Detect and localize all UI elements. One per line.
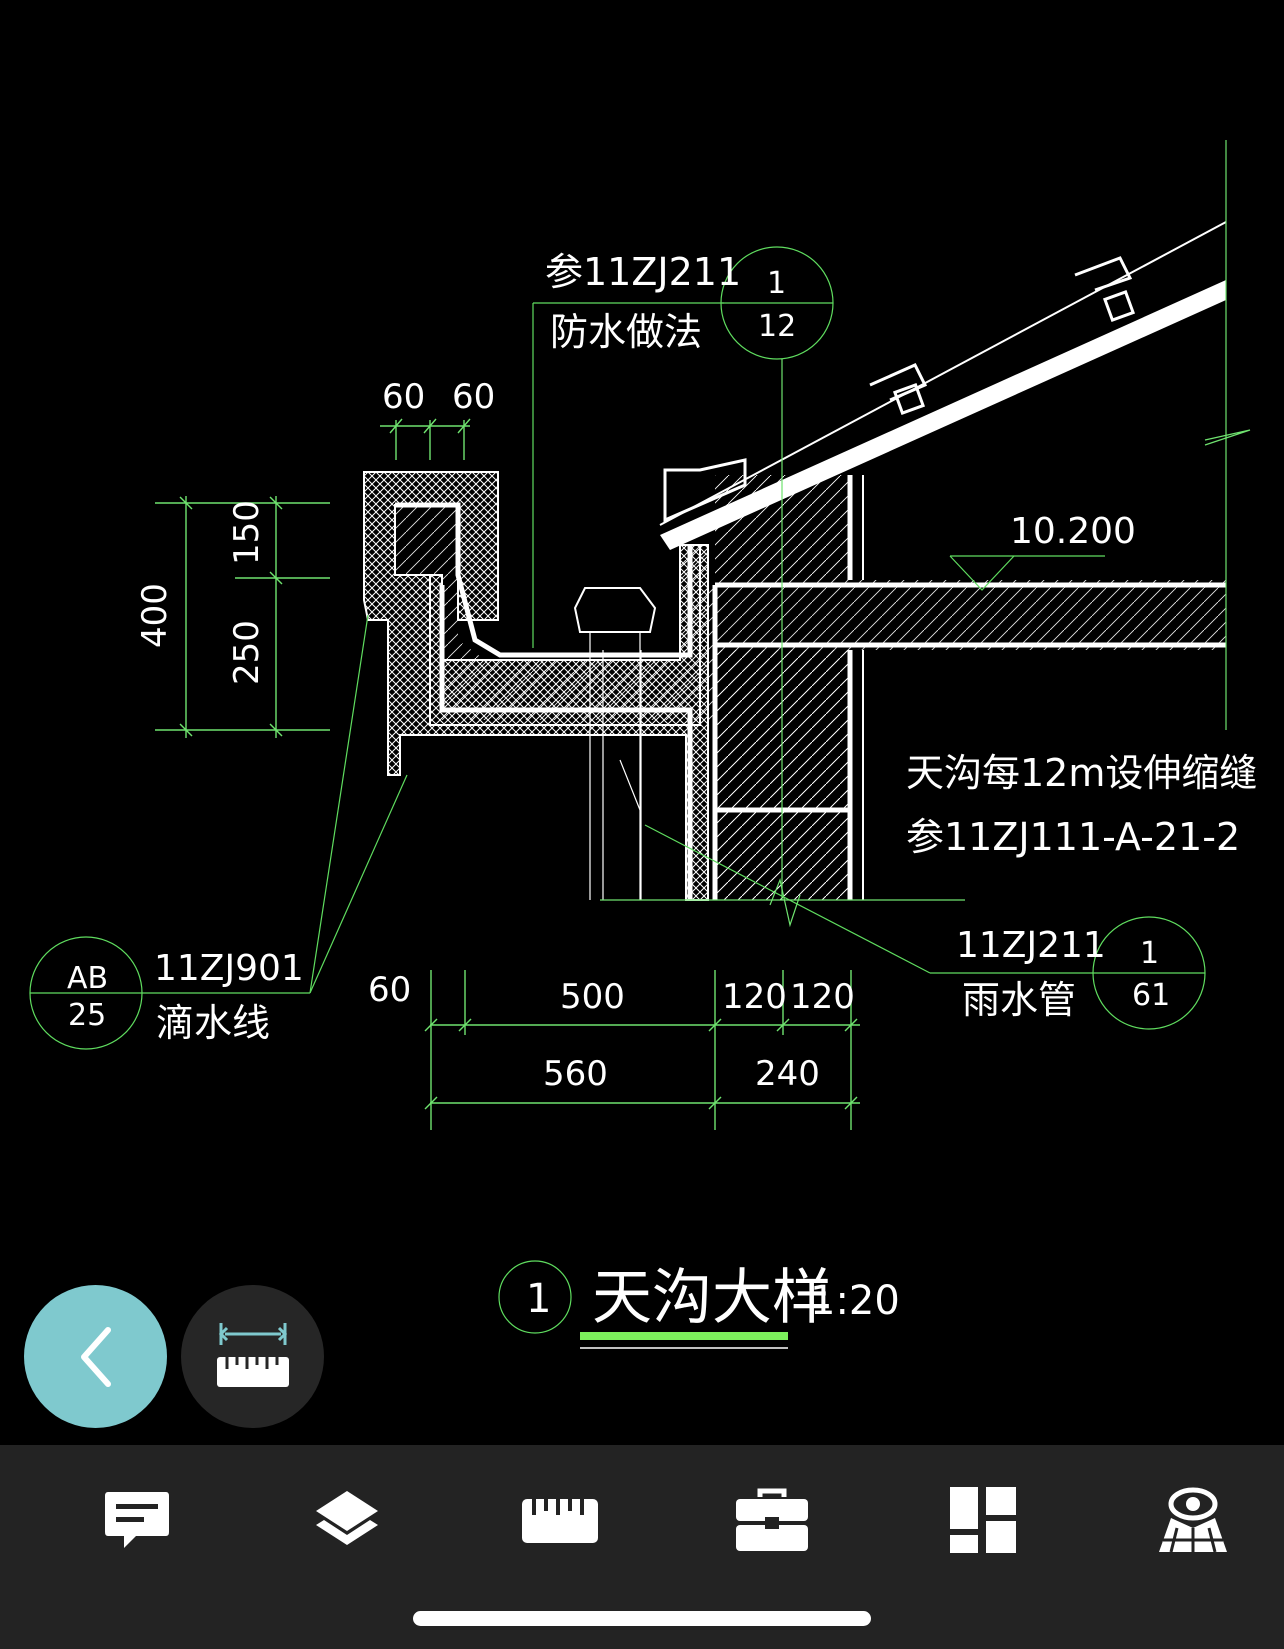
measure-button[interactable] — [181, 1285, 324, 1428]
ruler-icon — [522, 1499, 598, 1543]
layers-button[interactable] — [302, 1475, 392, 1565]
comment-button[interactable] — [92, 1475, 182, 1565]
dim-bottom: 60 500 120 120 560 240 — [368, 970, 860, 1130]
dim-top-right: 60 — [452, 377, 495, 417]
title-scale: 1:20 — [810, 1278, 900, 1324]
title-text: 天沟大样 — [592, 1263, 832, 1333]
pipe-label: 雨水管 — [962, 978, 1076, 1022]
expansion-note: 天沟每12m设伸缩缝 参11ZJ111-A-21-2 — [906, 751, 1257, 859]
ref-waterproof-code: 参11ZJ211 — [545, 250, 741, 294]
drawing-title: 1 天沟大样 1:20 — [498, 1260, 900, 1349]
vr-view-icon — [1159, 1487, 1227, 1553]
toolbox-button[interactable] — [727, 1475, 817, 1565]
drip-circle-top: AB — [67, 961, 108, 996]
grid-icon — [950, 1487, 1016, 1553]
chevron-left-icon — [80, 1326, 111, 1387]
dim-left-total: 400 — [135, 583, 175, 648]
ref-waterproof-sheet: 12 — [758, 309, 796, 344]
home-indicator — [413, 1611, 871, 1626]
back-button[interactable] — [24, 1285, 167, 1428]
note-line1: 天沟每12m设伸缩缝 — [906, 751, 1257, 795]
ref-waterproof-label: 防水做法 — [550, 310, 702, 354]
pipe-callout: 11ZJ211 雨水管 1 61 — [600, 824, 1206, 1030]
drawing-canvas[interactable]: 60 60 400 150 250 参11ZJ211 防水做法 1 12 10.… — [0, 0, 1284, 1445]
pipe-code: 11ZJ211 — [956, 925, 1106, 966]
pipe-sheet: 61 — [1132, 978, 1170, 1013]
dim-bottom-120a: 120 — [722, 977, 787, 1017]
drip-code: 11ZJ901 — [154, 948, 304, 989]
roof-slope — [659, 140, 1251, 730]
dim-bottom-240: 240 — [755, 1054, 820, 1094]
pipe-num: 1 — [1140, 936, 1159, 971]
drip-callout: AB 25 11ZJ901 滴水线 — [29, 614, 408, 1050]
vr-view-button[interactable] — [1148, 1475, 1238, 1565]
elevation-marker: 10.200 — [949, 511, 1136, 591]
title-number: 1 — [526, 1276, 551, 1322]
dim-left-upper: 150 — [227, 500, 267, 565]
ref-waterproof-num: 1 — [767, 266, 786, 301]
elevation-value: 10.200 — [1010, 511, 1136, 552]
drip-label: 滴水线 — [156, 1001, 270, 1045]
dim-bottom-120b: 120 — [790, 977, 855, 1017]
dim-left: 400 150 250 — [135, 496, 330, 738]
measure-icon — [216, 1322, 289, 1387]
dim-bottom-60: 60 — [368, 970, 411, 1010]
comment-icon — [105, 1492, 169, 1548]
drip-circle-bottom: 25 — [68, 998, 106, 1033]
grid-button[interactable] — [938, 1475, 1028, 1565]
layers-icon — [316, 1491, 378, 1545]
ref-waterproof: 参11ZJ211 防水做法 1 12 — [532, 246, 834, 900]
dim-left-lower: 250 — [227, 620, 267, 685]
note-line2: 参11ZJ111-A-21-2 — [906, 815, 1240, 859]
toolbox-icon — [736, 1488, 808, 1551]
dim-top-left: 60 — [382, 377, 425, 417]
dim-bottom-560: 560 — [543, 1054, 608, 1094]
dim-top: 60 60 — [380, 377, 495, 460]
dim-bottom-500: 500 — [560, 977, 625, 1017]
ruler-button[interactable] — [515, 1475, 605, 1565]
